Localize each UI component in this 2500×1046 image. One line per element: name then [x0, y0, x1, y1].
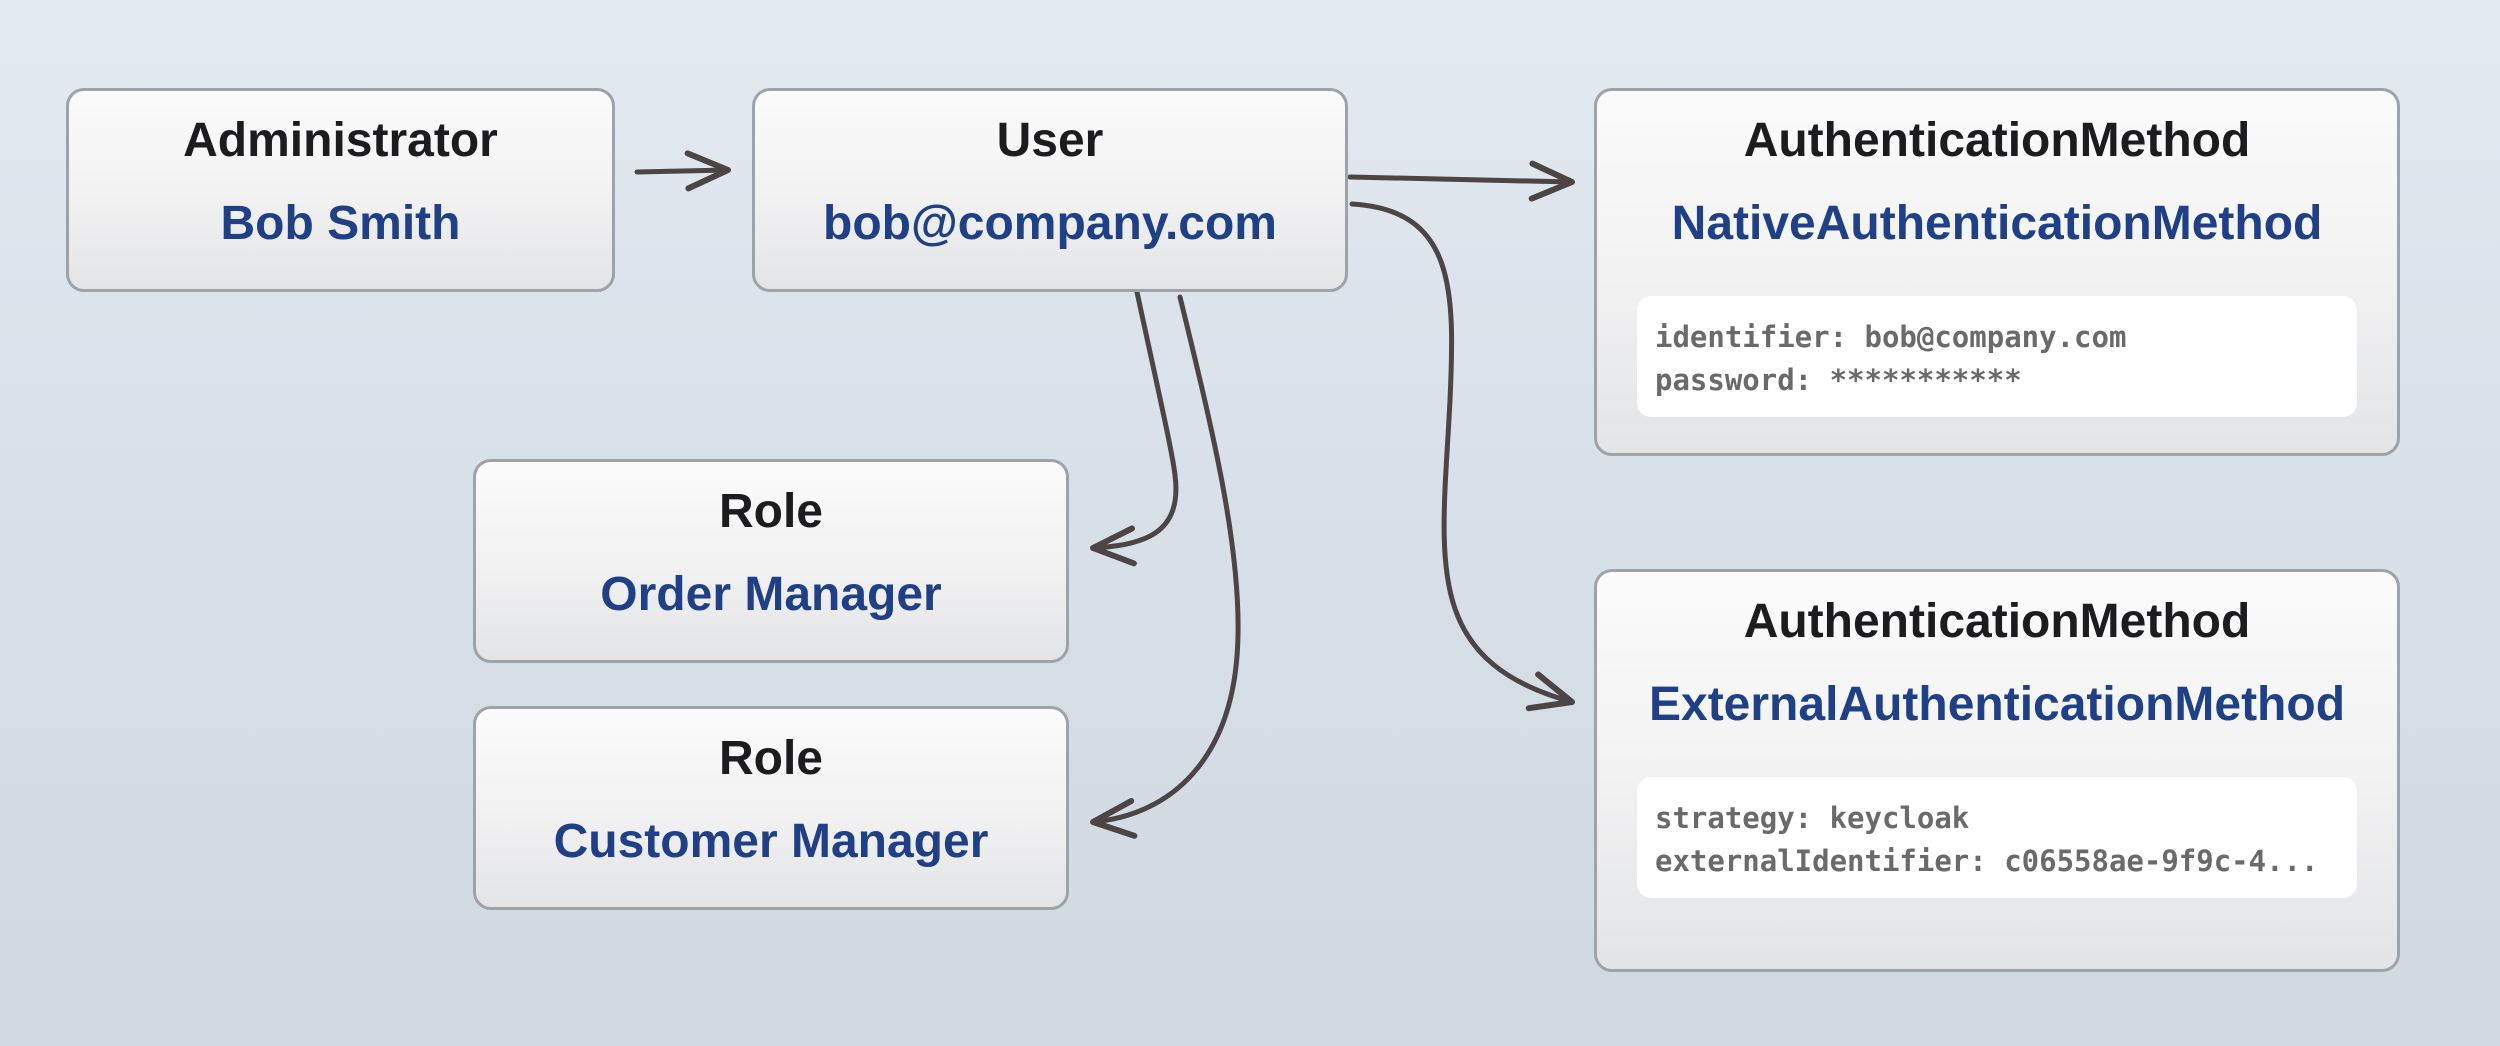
administrator-node: Administrator Bob Smith: [66, 88, 615, 292]
administrator-type-label: Administrator: [183, 114, 498, 167]
external-auth-type-label: AuthenticationMethod: [1743, 595, 2251, 648]
native-auth-name-label: NativeAuthenticationMethod: [1671, 197, 2323, 250]
native-auth-details-box: identifier: bob@company.com password: **…: [1637, 296, 2357, 417]
external-auth-identifier-line: externalIdentifier: c06558ae-9f9c-4...: [1655, 844, 2319, 878]
arrow-user-to-role-order: [1090, 289, 1179, 567]
native-auth-identifier-line: identifier: bob@company.com: [1655, 320, 2127, 354]
external-auth-method-node: AuthenticationMethod ExternalAuthenticat…: [1594, 569, 2400, 972]
native-auth-password-line: password: ***********: [1655, 363, 2022, 397]
arrow-user-to-role-customer: [1090, 294, 1241, 839]
role-order-manager-node: Role Order Manager: [473, 459, 1069, 663]
arrow-user-to-external-auth: [1349, 201, 1575, 712]
user-node: User bob@company.com: [752, 88, 1348, 292]
external-auth-name-label: ExternalAuthenticationMethod: [1648, 678, 2346, 731]
native-auth-method-node: AuthenticationMethod NativeAuthenticatio…: [1594, 88, 2400, 456]
arrow-user-to-native-auth: [1347, 160, 1575, 202]
role-customer-manager-node: Role Customer Manager: [473, 706, 1069, 910]
user-email-label: bob@company.com: [823, 197, 1277, 250]
external-auth-strategy-line: strategy: keycloak: [1655, 801, 1970, 835]
role-customer-type-label: Role: [718, 732, 823, 785]
role-order-name-label: Order Manager: [600, 568, 942, 621]
user-type-label: User: [996, 114, 1104, 167]
administrator-name-label: Bob Smith: [220, 197, 461, 250]
external-auth-details-box: strategy: keycloak externalIdentifier: c…: [1637, 777, 2357, 898]
role-order-type-label: Role: [718, 485, 823, 538]
role-customer-name-label: Customer Manager: [553, 815, 989, 868]
native-auth-type-label: AuthenticationMethod: [1743, 114, 2251, 167]
arrow-administrator-to-user: [634, 150, 731, 192]
